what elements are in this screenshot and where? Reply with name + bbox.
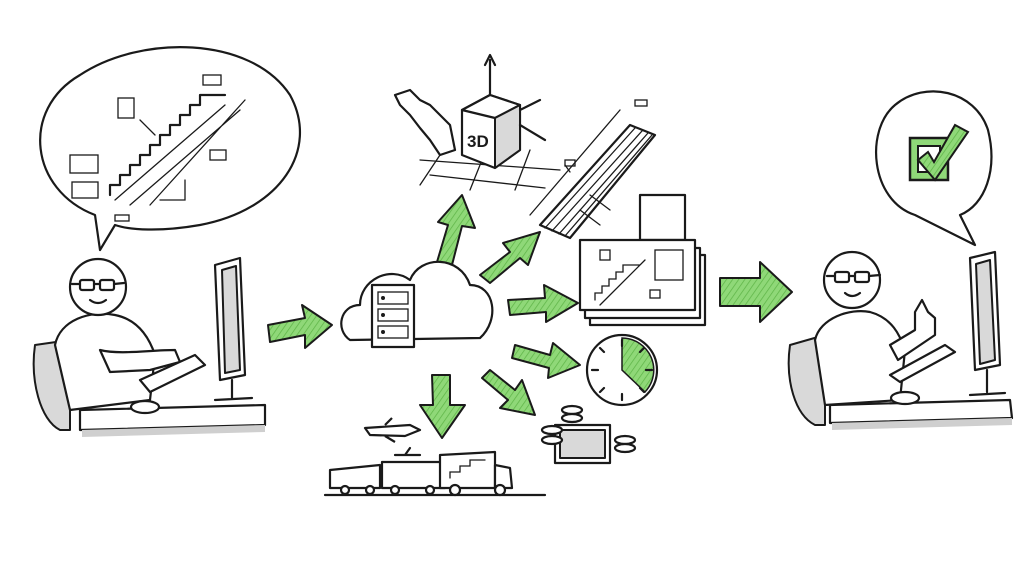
technical-drawings: [578, 193, 707, 327]
clock: [585, 333, 659, 407]
client-at-computer: [787, 250, 1014, 430]
designer-at-computer: [32, 256, 267, 437]
arrow-to-client: [719, 261, 793, 323]
cube-3d-label: 3D: [467, 132, 489, 151]
arrow-to-cloud: [267, 304, 333, 349]
flow-arrows: [267, 194, 793, 439]
3d-model: 3D: [393, 53, 561, 191]
arrow-to-drawings: [507, 284, 579, 323]
stair-stringers: [529, 99, 657, 240]
transport: [323, 417, 547, 497]
approval-bubble: [875, 90, 993, 247]
arrow-to-3d: [436, 194, 476, 266]
cloud-server: [340, 260, 494, 349]
speech-bubble-stair-plan: [39, 46, 301, 252]
arrow-to-transport: [419, 374, 466, 439]
money: [540, 404, 637, 465]
arrow-to-clock: [511, 342, 581, 379]
arrow-to-money: [481, 369, 536, 416]
arrow-to-stringer: [479, 231, 541, 284]
checkmark-icon: [916, 123, 970, 182]
